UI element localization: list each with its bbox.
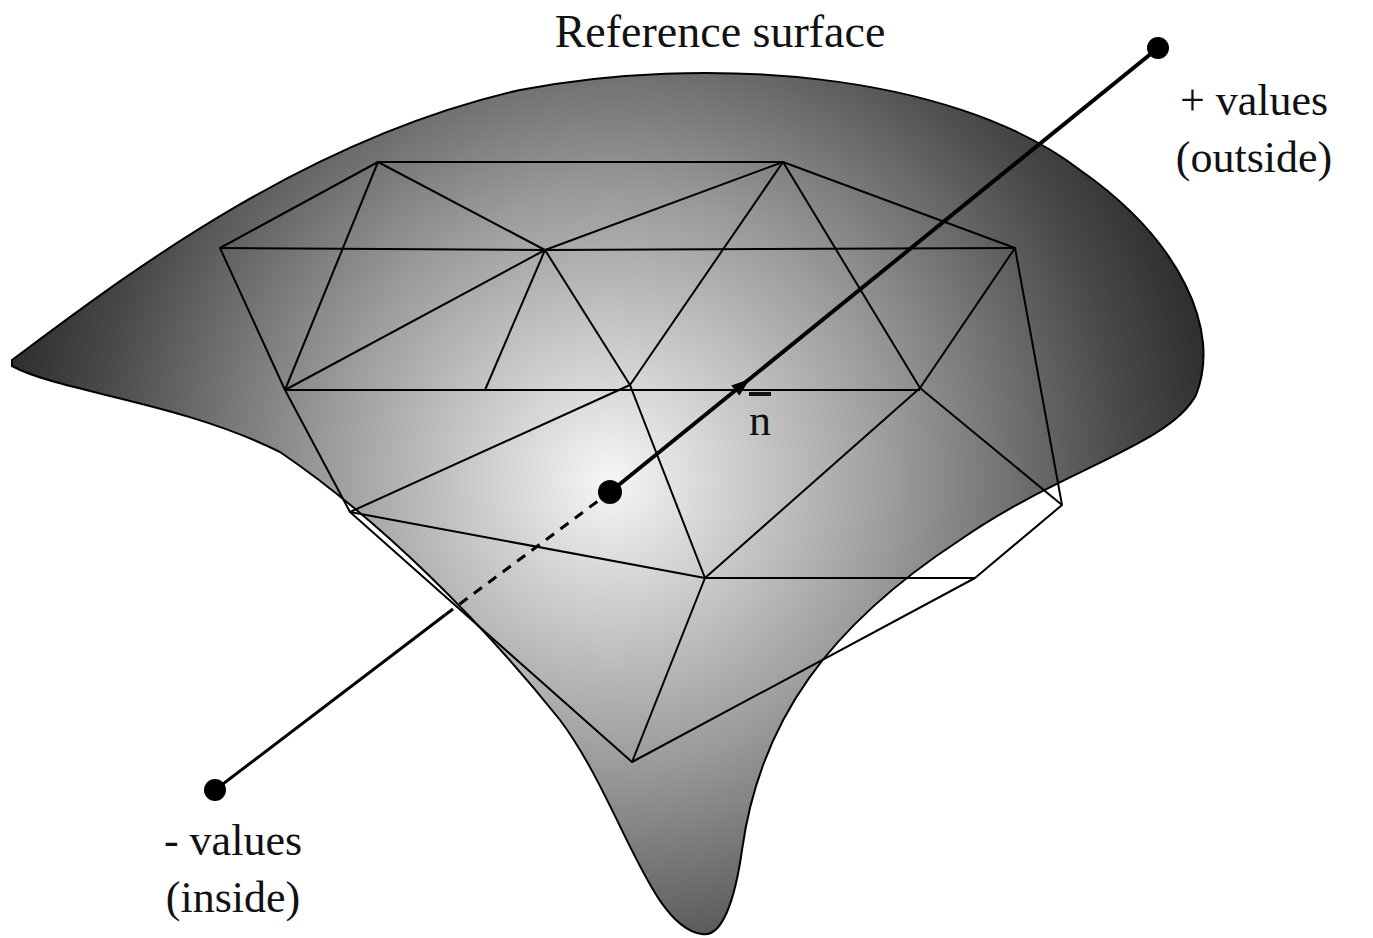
normal-arrowhead xyxy=(731,379,750,396)
reference-surface xyxy=(12,73,1204,934)
inside-label: - values (inside) xyxy=(128,812,338,926)
normal-line xyxy=(204,37,1169,801)
surface-title: Reference surface xyxy=(420,2,1020,62)
triangle-mesh xyxy=(220,162,1062,762)
outside-label: + values (outside) xyxy=(1143,72,1365,186)
normal-label: n xyxy=(738,392,782,449)
